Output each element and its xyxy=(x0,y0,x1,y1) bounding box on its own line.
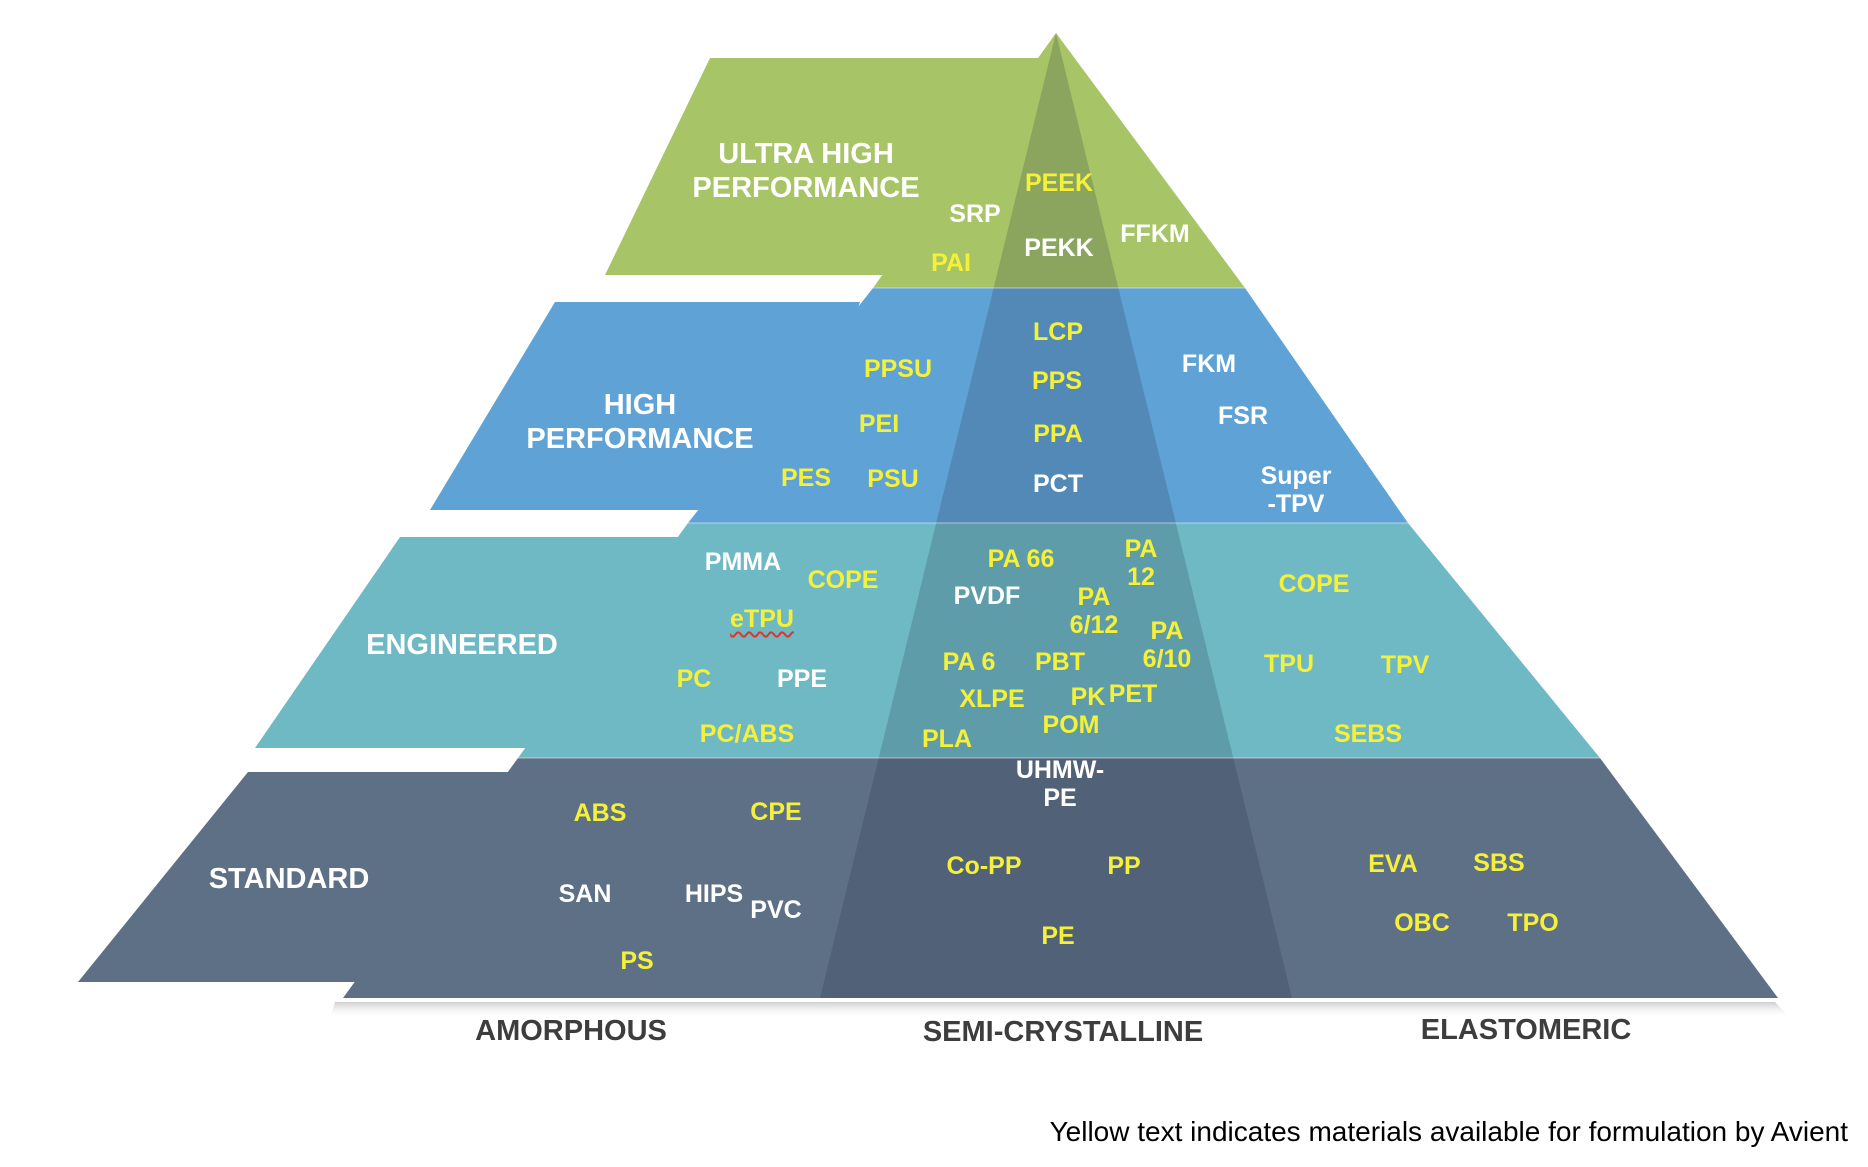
material-eva: EVA xyxy=(1368,850,1418,878)
legend-note: Yellow text indicates materials availabl… xyxy=(1049,1116,1848,1147)
material-ffkm: FFKM xyxy=(1120,220,1190,248)
material-ps: PS xyxy=(620,947,654,975)
material-fkm: FKM xyxy=(1181,350,1237,378)
material-ppsu: PPSU xyxy=(863,355,933,383)
material-pp: PP xyxy=(1107,852,1141,880)
material-etpu: eTPU xyxy=(730,605,794,633)
material-pekk: PEKK xyxy=(1024,234,1094,262)
material-pct: PCT xyxy=(1033,470,1083,498)
material-ppe: PPE xyxy=(776,665,828,693)
material-cpe: CPE xyxy=(750,798,802,826)
material-pe: PE xyxy=(1041,922,1075,950)
material-pa6: PA 6 xyxy=(942,648,996,676)
material-pa66: PA 66 xyxy=(987,545,1055,573)
material-psu: PSU xyxy=(867,465,919,493)
material-pet: PET xyxy=(1108,680,1158,708)
material-pvdf: PVDF xyxy=(953,582,1021,610)
column-label-amorphous: AMORPHOUS xyxy=(475,1014,667,1047)
material-pk: PK xyxy=(1070,683,1106,711)
material-tpv: TPV xyxy=(1380,651,1430,679)
material-pla: PLA xyxy=(922,725,972,753)
material-pbt: PBT xyxy=(1035,648,1085,676)
material-pes: PES xyxy=(780,464,832,492)
material-abs: ABS xyxy=(573,799,627,827)
tier-label-standard: STANDARD xyxy=(208,863,370,896)
material-san: SAN xyxy=(558,880,612,908)
material-hips: HIPS xyxy=(684,880,744,908)
material-lcp: LCP xyxy=(1033,318,1083,346)
material-super-tpv: Super -TPV xyxy=(1260,462,1332,518)
tier-label-high-performance: HIGH PERFORMANCE xyxy=(526,389,754,455)
material-pom: POM xyxy=(1042,711,1100,739)
material-uhmw-pe: UHMW- PE xyxy=(1015,756,1105,812)
high-performance-band xyxy=(688,288,1408,523)
material-pvc: PVC xyxy=(750,896,802,924)
material-tpu: TPU xyxy=(1264,650,1314,678)
material-pa612: PA 6/12 xyxy=(1069,583,1119,639)
column-label-elastomeric: ELASTOMERIC xyxy=(1420,1013,1632,1046)
material-sebs: SEBS xyxy=(1333,720,1403,748)
column-label-semi-crystalline: SEMI-CRYSTALLINE xyxy=(922,1015,1204,1048)
material-pai: PAI xyxy=(931,249,971,277)
material-pei: PEI xyxy=(858,410,900,438)
engineered-band xyxy=(518,523,1600,758)
material-xlpe: XLPE xyxy=(959,685,1025,713)
semi-crystalline-wedge xyxy=(820,33,1292,998)
material-pps: PPS xyxy=(1031,367,1083,395)
material-pmma: PMMA xyxy=(704,548,782,576)
material-ppa: PPA xyxy=(1033,420,1083,448)
material-co-pp: Co-PP xyxy=(946,852,1022,880)
material-cope-amorphous: COPE xyxy=(807,566,879,594)
material-obc: OBC xyxy=(1394,909,1450,937)
standard-band xyxy=(343,758,1778,998)
material-cope-elastomeric: COPE xyxy=(1278,570,1350,598)
material-peek: PEEK xyxy=(1024,169,1094,197)
material-fsr: FSR xyxy=(1218,402,1268,430)
material-srp: SRP xyxy=(949,200,1001,228)
material-pa12: PA 12 xyxy=(1124,535,1158,591)
material-tpo: TPO xyxy=(1507,909,1559,937)
tier-label-ultra-high-performance: ULTRA HIGH PERFORMANCE xyxy=(692,138,920,204)
material-pa610: PA 6/10 xyxy=(1142,617,1192,673)
material-sbs: SBS xyxy=(1473,849,1525,877)
tier-label-engineered: ENGINEERED xyxy=(366,629,558,662)
ultra-high-performance-band xyxy=(873,33,1245,288)
material-pc: PC xyxy=(676,665,712,693)
material-pc-abs: PC/ABS xyxy=(699,720,795,748)
base-shadow xyxy=(330,1002,1790,1018)
